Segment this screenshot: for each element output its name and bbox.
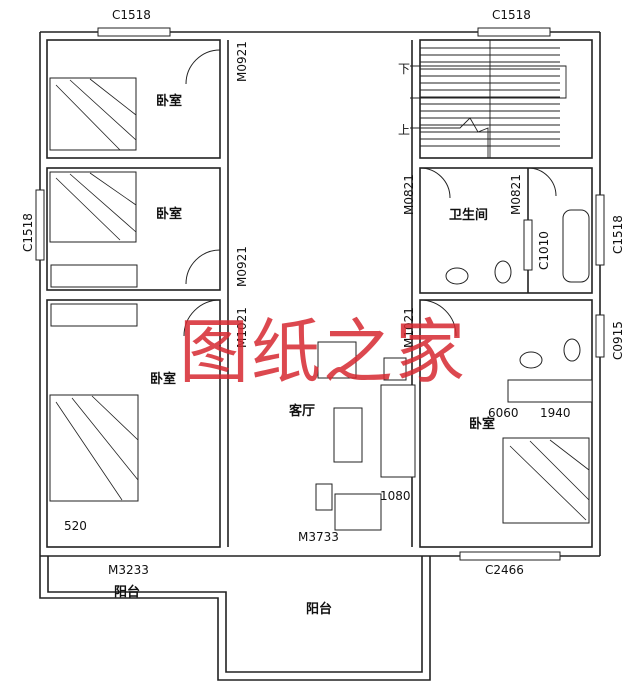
toilet-bathroom [494, 260, 512, 284]
label-window-bathroom-inner: C1010 [537, 231, 551, 270]
lounge-table [315, 483, 333, 511]
label-window-bottom-right: C2466 [485, 563, 524, 577]
label-window-left: C1518 [21, 213, 35, 252]
door-swing-bedroom-mid [185, 249, 221, 285]
room-bedroom-bottom-left [46, 299, 221, 548]
room-stair [419, 39, 593, 159]
door-swing-bedroom-bottom [183, 299, 221, 337]
room-bathroom [419, 167, 593, 294]
label-balcony-left: 阳台 [114, 584, 140, 600]
label-window-right-small: C0915 [611, 321, 625, 360]
label-stair-up: 上 [398, 123, 410, 137]
label-door-bedroom-mid-left: M0921 [235, 246, 249, 287]
label-bedroom-top-left: 卧室 [156, 93, 182, 109]
label-door-bedroom-right: M1021 [402, 307, 416, 348]
label-bathroom: 卫生间 [449, 207, 488, 223]
balcony-outline [39, 556, 431, 681]
bed-mid-left-sheet [55, 172, 137, 241]
label-bedroom-mid-left: 卧室 [156, 206, 182, 222]
door-labels: M0921 M0921 M1021 M1021 M0821 M0821 M323… [108, 41, 523, 577]
label-window-right: C1518 [611, 215, 625, 254]
window-bottom-right [459, 551, 561, 561]
label-dim-1940: 1940 [540, 406, 571, 420]
side-table [383, 357, 407, 381]
door-swing-bathroom-right [527, 167, 557, 197]
label-door-bedroom-bottom-left: M1021 [235, 307, 249, 348]
room-bedroom-mid-left [46, 167, 221, 291]
dimension-labels: 520 6060 1940 1080 [64, 406, 571, 533]
label-bedroom-bottom-left: 卧室 [150, 371, 176, 387]
door-swing-bathroom-left [419, 167, 451, 199]
label-door-bathroom-right: M0821 [509, 174, 523, 215]
lounge-chair [334, 493, 382, 531]
window-right [595, 194, 605, 266]
label-door-bathroom-left: M0821 [402, 174, 416, 215]
bathtub [562, 209, 590, 283]
bed-right-sheet [509, 439, 590, 521]
bed-bottom-left [49, 394, 139, 502]
window-top-right [477, 27, 551, 37]
label-dim-6060: 6060 [488, 406, 519, 420]
room-bedroom-top-left [46, 39, 221, 159]
wardrobe-bottom-left [50, 303, 138, 327]
room-bedroom-right [419, 299, 593, 548]
armchair [317, 341, 357, 379]
window-labels: C1518 C1518 C1518 C1518 C0915 C1010 C246… [21, 8, 625, 577]
wardrobe-mid-left [50, 264, 138, 288]
label-dim-1080: 1080 [380, 489, 411, 503]
bed-bottom-left-sheet [55, 395, 139, 501]
washbasin-bedroom [519, 351, 543, 369]
toilet-bedroom [563, 338, 581, 362]
wardrobe-right [507, 379, 593, 403]
sofa [380, 384, 416, 478]
window-bathroom-inner [523, 219, 533, 271]
label-door-bedroom-top-left: M0921 [235, 41, 249, 82]
label-bedroom-right: 卧室 [469, 416, 495, 432]
door-swing-bedroom-top [185, 49, 221, 85]
bed-mid-left [49, 171, 137, 243]
bed-top-left [49, 77, 137, 151]
washbasin-bathroom [445, 267, 469, 285]
balcony-inner-outline [47, 556, 423, 673]
label-stair-down: 下 [398, 62, 410, 76]
label-window-top-right: C1518 [492, 8, 531, 22]
label-door-balcony-left: M3233 [108, 563, 149, 577]
door-swing-bedroom-right [419, 299, 457, 337]
label-living-room: 客厅 [289, 403, 315, 419]
label-door-balcony-main: M3733 [298, 530, 339, 544]
label-dim-520: 520 [64, 519, 87, 533]
label-balcony-main: 阳台 [306, 601, 332, 617]
staircase [410, 40, 567, 158]
room-labels: 卧室 卧室 卧室 卧室 客厅 卫生间 阳台 阳台 下 上 [114, 62, 495, 617]
label-window-top-left: C1518 [112, 8, 151, 22]
window-left [35, 189, 45, 261]
bed-top-left-sheet [55, 78, 137, 151]
coffee-table [333, 407, 363, 463]
window-right-small [595, 314, 605, 358]
window-top-left [97, 27, 171, 37]
